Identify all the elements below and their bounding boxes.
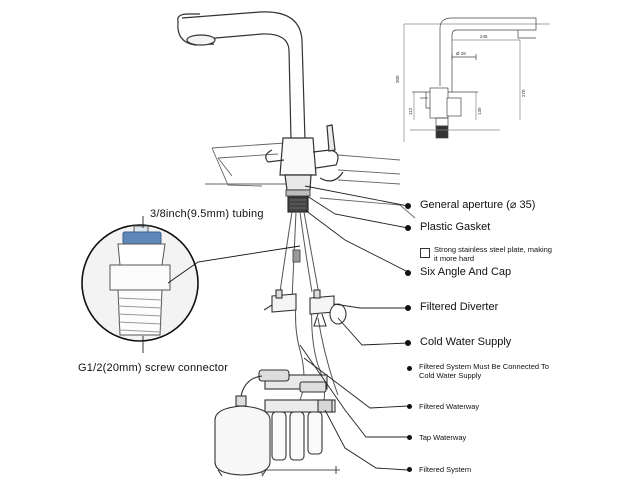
bullet-filtered-system — [407, 467, 412, 472]
bullet-plastic-gasket — [405, 225, 411, 231]
countertop-outline — [205, 142, 416, 219]
bullet-general-aperture — [405, 203, 411, 209]
bullet-six-angle — [405, 270, 411, 276]
label-general-aperture: General aperture (⌀ 35) — [420, 199, 536, 211]
label-filtered-diverter: Filtered Diverter — [420, 301, 499, 313]
label-steel-plate: Strong stainless steel plate, making it … — [434, 245, 552, 263]
bullet-cold-water — [405, 340, 411, 346]
faucet-body — [177, 11, 344, 191]
bullet-tap-waterway — [407, 435, 412, 440]
label-filtered-system-note: Filtered System Must Be Connected To Col… — [419, 362, 549, 380]
checkbox-steel-plate — [420, 248, 430, 258]
label-screw-connector: G1/2(20mm) screw connector — [78, 362, 229, 374]
leader-lines — [142, 185, 409, 471]
bullet-filtered-diverter — [405, 305, 411, 311]
bullet-filtered-system-note — [407, 366, 412, 371]
label-cold-water: Cold Water Supply — [420, 336, 512, 348]
pressure-tank — [214, 375, 271, 477]
label-filtered-waterway: Filtered Waterway — [419, 402, 480, 411]
gasket-and-nut — [285, 189, 311, 213]
technical-drawing — [403, 17, 550, 142]
label-tubing: 3/8inch(9.5mm) tubing — [150, 208, 264, 220]
label-filtered-system: Filtered System — [419, 465, 472, 474]
label-plastic-gasket: Plastic Gasket — [420, 221, 491, 233]
angle-valves — [263, 289, 347, 327]
ro-filter-system — [258, 369, 340, 474]
bullet-filtered-waterway — [407, 404, 412, 409]
tubing-connector — [81, 224, 301, 342]
label-six-angle: Six Angle And Cap — [420, 266, 512, 278]
label-tap-waterway: Tap Waterway — [419, 433, 467, 442]
